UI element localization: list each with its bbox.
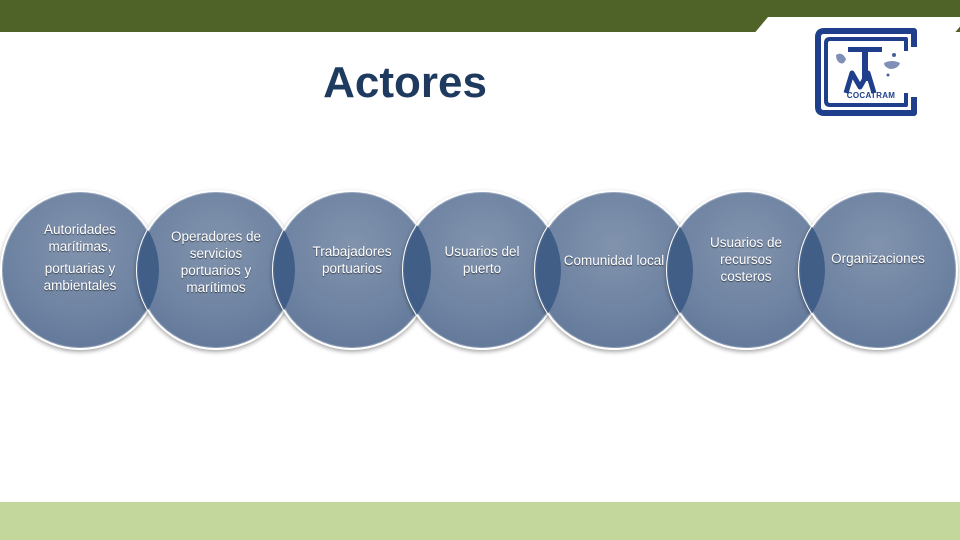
actor-label-layer: Trabajadores portuarios — [272, 190, 432, 350]
actor-label-layer: Autoridades marítimas, portuarias y ambi… — [0, 190, 160, 350]
actor-label: Comunidad local — [563, 252, 665, 268]
actor-label-layer: Usuarios del puerto — [402, 190, 562, 350]
actor-label: Trabajadores portuarios — [312, 244, 392, 276]
slide-title: Actores — [323, 58, 487, 107]
actor-label: Autoridades marítimas, portuarias y ambi… — [43, 221, 117, 293]
actor-label-layer: Organizaciones — [798, 190, 958, 350]
actor-label: Usuarios de recursos costeros — [709, 234, 783, 284]
actor-label-layer: Comunidad local — [534, 190, 694, 350]
logo-text: COCATRAM — [846, 91, 896, 100]
actor-label-layer: Operadores de servicios portuarios y mar… — [136, 190, 296, 350]
cocatram-logo-icon — [815, 28, 917, 116]
actor-label: Usuarios del puerto — [444, 244, 520, 276]
actor-label: Organizaciones — [831, 250, 925, 266]
actor-label: Operadores de servicios portuarios y mar… — [170, 229, 262, 295]
bottom-band — [0, 502, 960, 540]
actor-label-layer: Usuarios de recursos costeros — [666, 190, 826, 350]
actor-circle — [136, 190, 296, 350]
